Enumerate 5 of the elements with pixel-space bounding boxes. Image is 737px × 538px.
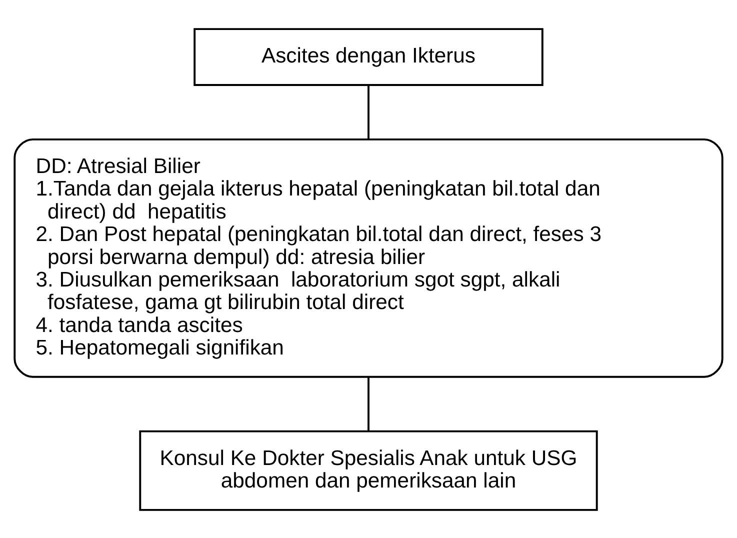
node-box: Konsul Ke Dokter Spesialis Anak untuk USG abdomen dan pemeriksaan lain (139, 430, 598, 510)
node-box: Ascites dengan Ikterus (194, 28, 544, 86)
node-box: DD: Atresial Bilier 1.Tanda dan gejala ikterus hepatal (peningkatan bil.total dan direct) dd hepatitis 2. Dan Post hepatal (peningkatan bil.total dan direct, feses 3 porsi berwarna dempul) dd: atresia bilier 3. Diusulkan pemeriksaan laboratorium sgot sgpt, alkali fosfatese, gama gt bilirubin total direct 4. tanda tanda ascites 5. Hepatomegali signifikan (14, 138, 724, 378)
connector (368, 376, 370, 430)
connector (368, 84, 370, 139)
